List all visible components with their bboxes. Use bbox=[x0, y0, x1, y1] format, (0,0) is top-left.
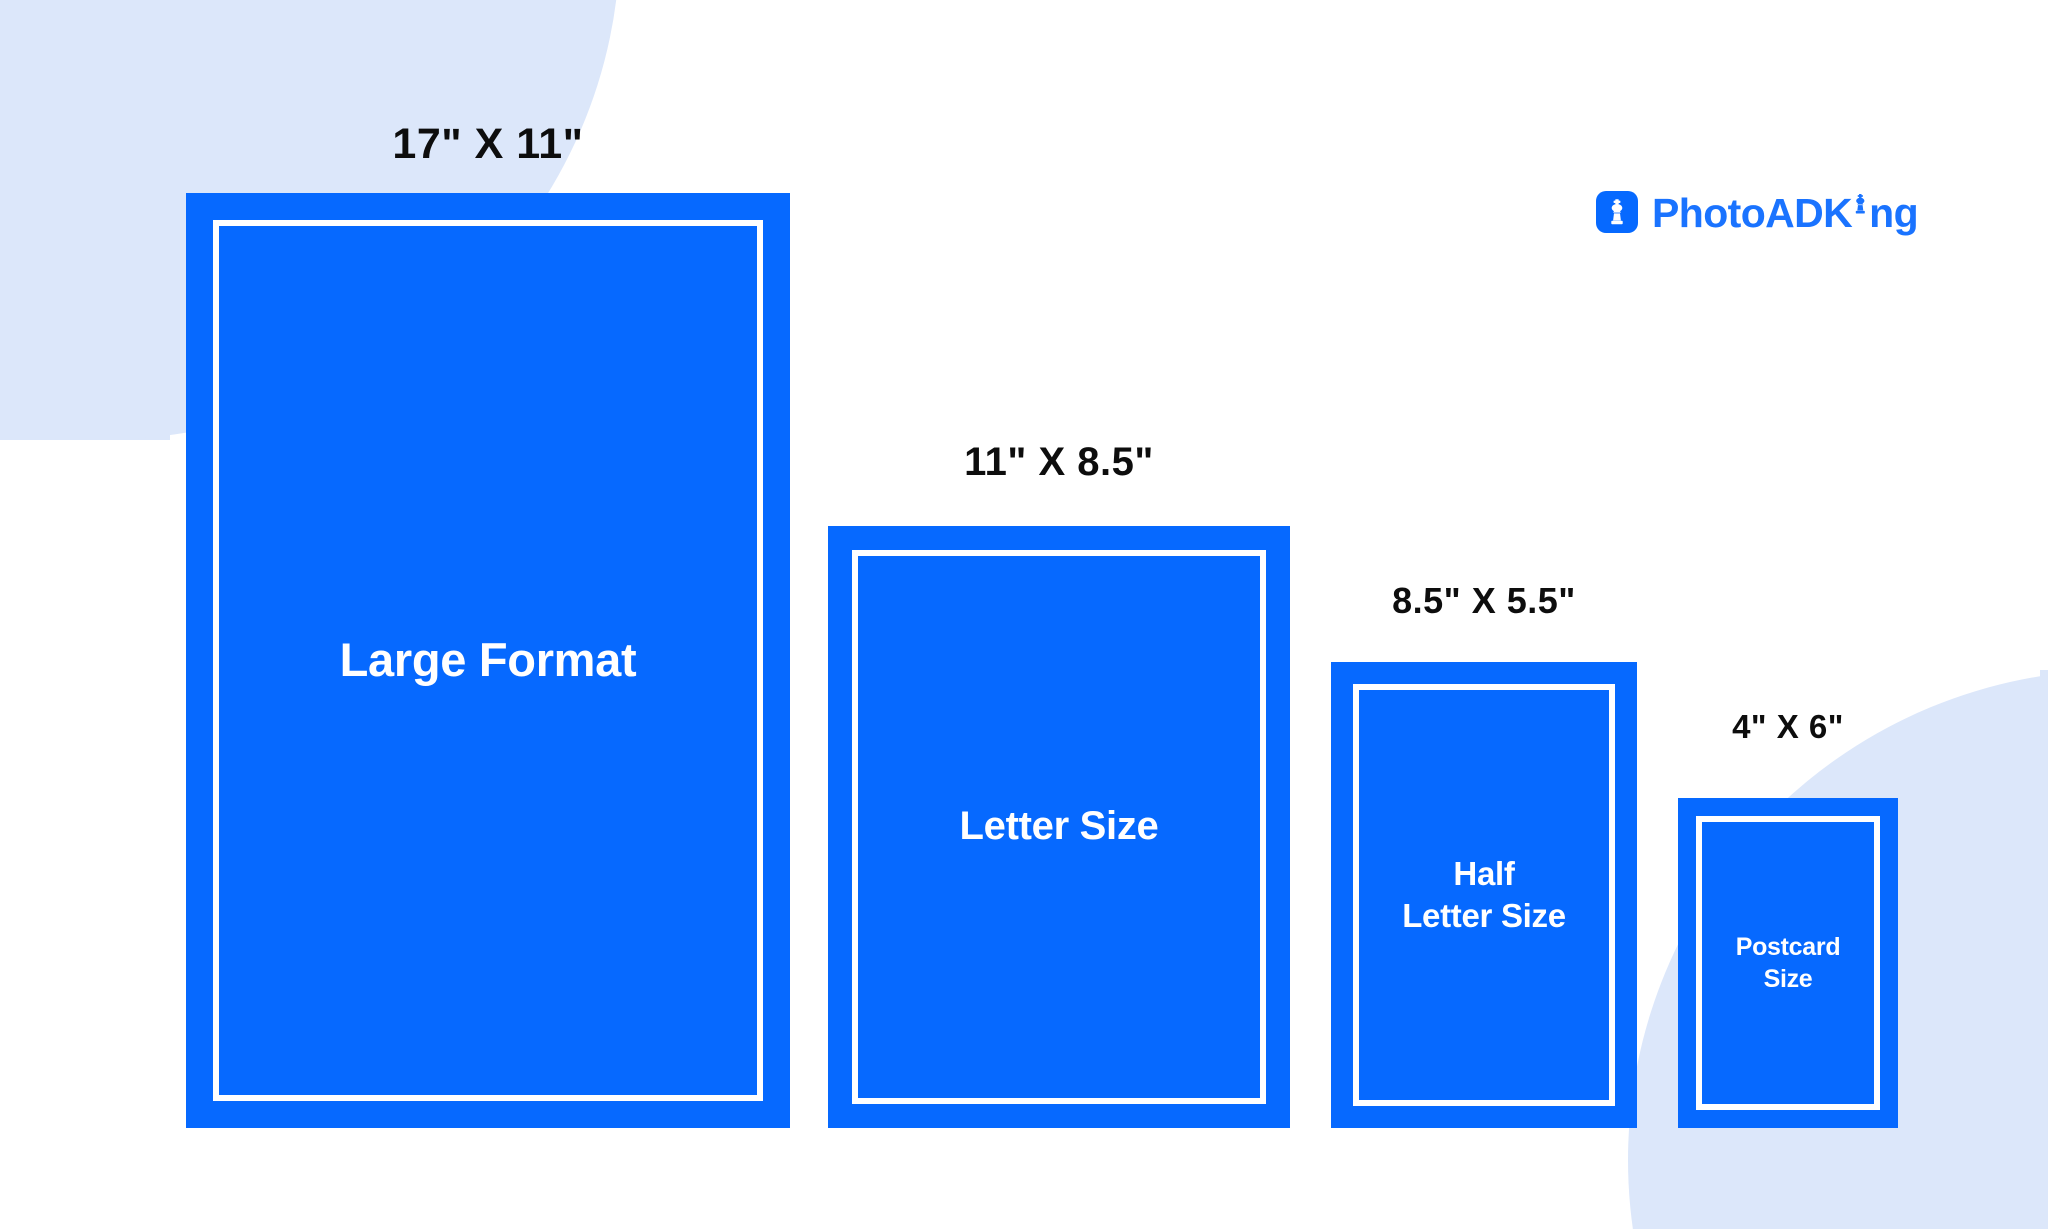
logo-wordmark-part2: ng bbox=[1869, 190, 1919, 236]
card-title-half-letter-size: Half Letter Size bbox=[1402, 854, 1566, 934]
size-card-large-format[interactable]: 17" X 11" Large Format bbox=[186, 120, 790, 1128]
card-inner-border-postcard-size: Postcard Size bbox=[1696, 816, 1880, 1110]
card-title-large-format: Large Format bbox=[339, 633, 637, 687]
bottom-right-blob-fill bbox=[2040, 670, 2048, 1229]
chess-king-icon bbox=[1596, 190, 1638, 233]
dimension-label-large-format: 17" X 11" bbox=[392, 120, 584, 168]
card-inner-border-half-letter-size: Half Letter Size bbox=[1353, 684, 1615, 1106]
logo-wordmark: PhotoADK ng bbox=[1652, 186, 1919, 237]
logo-wordmark-part1: PhotoADK bbox=[1652, 190, 1853, 236]
card-title-letter-size: Letter Size bbox=[959, 804, 1159, 849]
dimension-label-half-letter-size: 8.5" X 5.5" bbox=[1392, 580, 1576, 621]
card-body-half-letter-size: Half Letter Size bbox=[1331, 662, 1637, 1128]
card-title-postcard-size: Postcard Size bbox=[1735, 933, 1841, 993]
card-body-large-format: Large Format bbox=[186, 193, 790, 1128]
card-inner-border-letter-size: Letter Size bbox=[852, 550, 1266, 1104]
size-card-letter-size[interactable]: 11" X 8.5" Letter Size bbox=[828, 440, 1290, 1128]
chess-king-icon-inline bbox=[1852, 188, 1869, 229]
size-card-half-letter-size[interactable]: 8.5" X 5.5" Half Letter Size bbox=[1331, 580, 1637, 1128]
photoadking-logo[interactable]: PhotoADK ng bbox=[1596, 186, 1919, 237]
card-body-letter-size: Letter Size bbox=[828, 526, 1290, 1128]
dimension-label-letter-size: 11" X 8.5" bbox=[964, 440, 1154, 484]
card-body-postcard-size: Postcard Size bbox=[1678, 798, 1898, 1128]
top-left-blob-fill bbox=[0, 0, 170, 440]
dimension-label-postcard-size: 4" X 6" bbox=[1732, 708, 1844, 745]
card-inner-border-large-format: Large Format bbox=[213, 220, 763, 1101]
size-card-postcard-size[interactable]: 4" X 6" Postcard Size bbox=[1678, 708, 1898, 1128]
